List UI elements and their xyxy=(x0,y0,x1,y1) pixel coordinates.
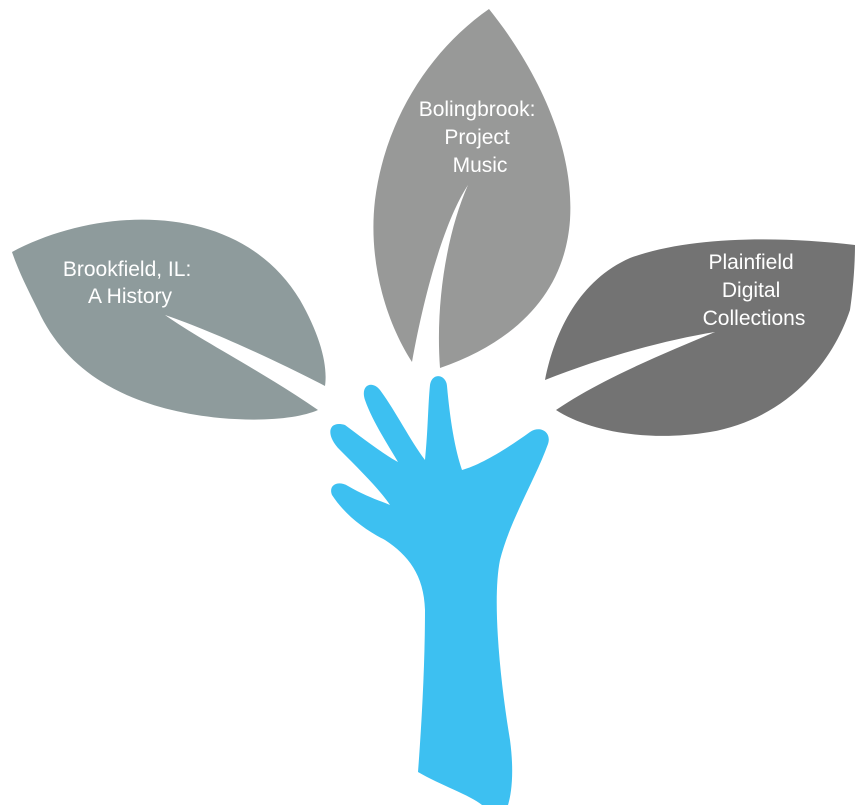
leaf-bolingbrook[interactable]: Bolingbrook: Project Music xyxy=(373,9,571,368)
leaf-bolingbrook-line1: Bolingbrook: xyxy=(419,98,536,121)
leaf-bolingbrook-label: Bolingbrook: Project Music xyxy=(419,98,542,177)
leaf-bolingbrook-line2: Project xyxy=(444,126,510,149)
leaf-brookfield-label: Brookfield, IL: A History xyxy=(63,258,197,308)
leaf-plainfield-line3: Collections xyxy=(703,307,806,330)
leaf-brookfield[interactable]: Brookfield, IL: A History xyxy=(12,219,326,420)
leaf-plainfield-line2: Digital xyxy=(722,279,780,302)
leaf-bolingbrook-line3: Music xyxy=(453,154,508,177)
hand-trunk-shape xyxy=(330,376,549,805)
leaf-brookfield-shape xyxy=(12,219,326,420)
leaf-bolingbrook-shape xyxy=(373,9,571,368)
leaf-plainfield[interactable]: Plainfield Digital Collections xyxy=(545,239,855,436)
leaf-plainfield-label: Plainfield Digital Collections xyxy=(703,251,806,330)
leaf-plainfield-line1: Plainfield xyxy=(708,251,793,274)
hand-trunk xyxy=(330,376,549,805)
leaf-plainfield-shape xyxy=(545,239,855,436)
leaf-brookfield-line2: A History xyxy=(88,285,173,308)
leaf-brookfield-line1: Brookfield, IL: xyxy=(63,258,191,281)
